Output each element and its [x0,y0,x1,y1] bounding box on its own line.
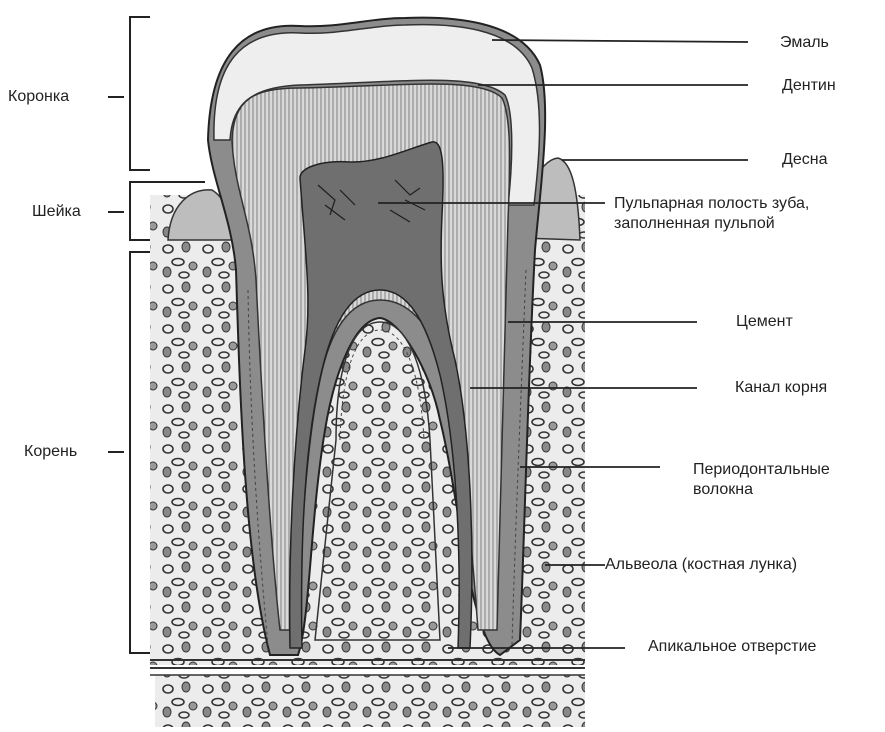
label-periodontal-fibers: Периодонтальные волокна [693,460,883,500]
label-pulp-line2: заполненная пульпой [614,214,882,234]
label-crown: Коронка [8,87,69,107]
bracket-crown [108,17,150,170]
label-periodontal-line1: Периодонтальные [693,460,883,480]
label-root-canal: Канал корня [735,378,827,398]
label-enamel: Эмаль [780,33,829,53]
label-periodontal-line2: волокна [693,480,883,500]
tooth [208,18,545,655]
label-dentin: Дентин [782,76,836,96]
label-pulp-cavity: Пульпарная полость зуба, заполненная пул… [614,194,882,234]
label-alveolus: Альвеола (костная лунка) [605,555,797,575]
label-cement: Цемент [736,312,793,332]
leader-enamel [492,40,748,42]
label-apical-foramen: Апикальное отверстие [648,637,816,657]
label-gum: Десна [782,150,827,170]
label-neck: Шейка [32,202,81,222]
bracket-root [108,252,150,653]
label-pulp-line1: Пульпарная полость зуба, [614,194,882,214]
label-root: Корень [24,442,77,462]
